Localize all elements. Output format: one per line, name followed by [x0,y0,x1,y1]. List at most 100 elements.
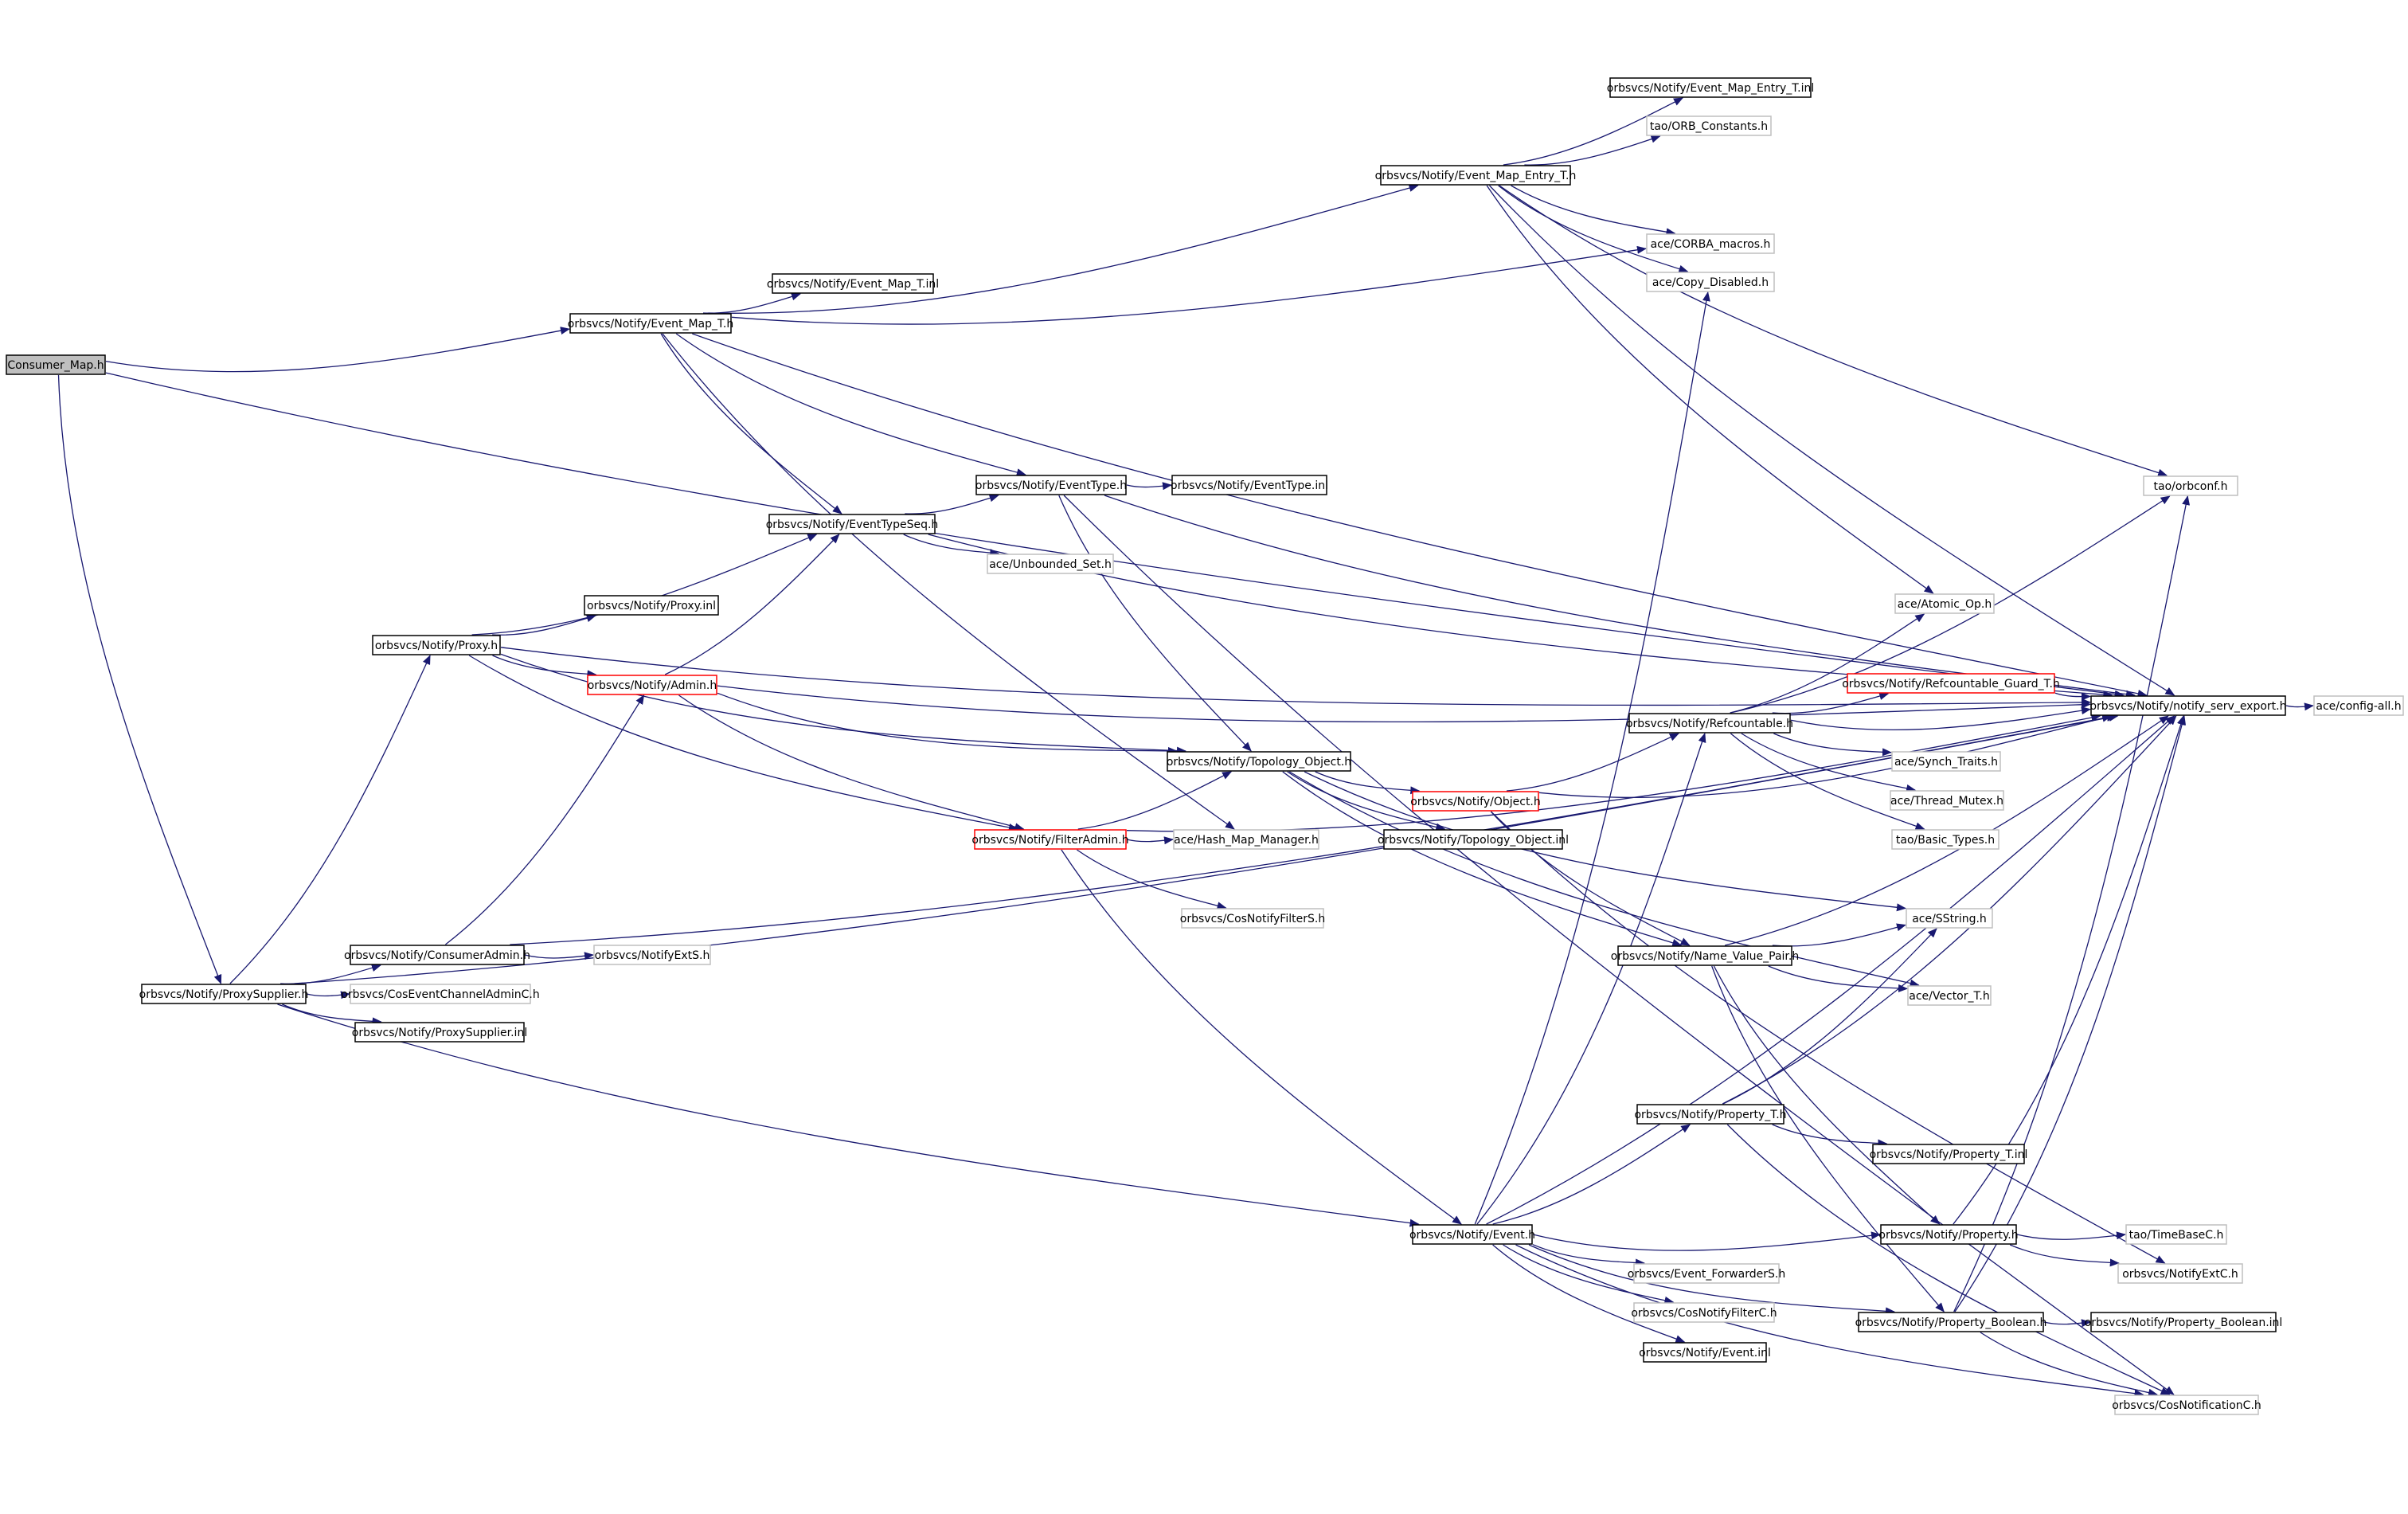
edge-proxy-to-eventtypeseq [471,534,818,636]
node-box [987,554,1114,574]
node-synch-traits[interactable]: ace/Synch_Traits.h [1891,751,2001,772]
edge-event-to-property_t [1492,1124,1691,1225]
node-label: orbsvcs/Notify/Property_T.h [1634,1109,1786,1121]
node-property[interactable]: orbsvcs/Notify/Property.h [1878,1224,2019,1245]
node-box [1181,908,1324,929]
node-event-map-entry-t[interactable]: orbsvcs/Notify/Event_Map_Entry_T.h [1375,165,1577,186]
node-box [2090,695,2286,716]
node-label: orbsvcs/Notify/Admin.h [588,679,717,692]
node-label: ace/Copy_Disabled.h [1652,276,1769,289]
node-name-value-pair[interactable]: orbsvcs/Notify/Name_Value_Pair.h [1611,945,1799,966]
node-box [350,984,531,1004]
node-label: orbsvcs/Notify/Event_Map_Entry_T.h [1375,170,1577,182]
edge-object-to-notify_serv_export [1538,714,2112,798]
edge-proxy-to-topology_object [500,653,1186,755]
node-basic-types[interactable]: tao/Basic_Types.h [1891,829,2000,850]
edge-filteradmin-to-notify_serv_export [1126,714,2101,832]
node-event-forwarders[interactable]: orbsvcs/Event_ForwarderS.h [1628,1263,1785,1284]
node-atomic-op[interactable]: ace/Atomic_Op.h [1894,593,1995,614]
edge-event_map_t-to-eventtype [675,333,1026,476]
node-label: ace/CORBA_macros.h [1651,238,1771,251]
node-proxysupplier[interactable]: orbsvcs/Notify/ProxySupplier.h [139,984,309,1004]
node-notifyextc[interactable]: orbsvcs/NotifyExtC.h [2117,1263,2243,1284]
edge-name_value_pair-to-notify_serv_export [1724,715,2169,946]
node-label: orbsvcs/Event_ForwarderS.h [1628,1268,1785,1281]
node-refcountable[interactable]: orbsvcs/Notify/Refcountable.h [1626,713,1793,734]
node-property-boolean-inl[interactable]: orbsvcs/Notify/Property_Boolean.inl [2085,1312,2283,1332]
edge-admin-to-eventtypeseq [664,534,840,675]
node-event-map-t[interactable]: orbsvcs/Notify/Event_Map_T.h [568,313,733,334]
node-timebasec[interactable]: tao/TimeBaseC.h [2125,1224,2227,1245]
node-proxy-inl[interactable]: orbsvcs/Notify/Proxy.inl [584,595,719,616]
node-consumeradmin[interactable]: orbsvcs/Notify/ConsumerAdmin.h [344,945,530,965]
node-unbounded-set[interactable]: ace/Unbounded_Set.h [987,554,1114,574]
edge-event_map_t-to-hash_map_manager [662,333,1235,830]
node-box [584,595,719,616]
node-label: orbsvcs/Notify/Event_Map_T.inl [767,278,939,291]
edge-property-to-notifyextc [2009,1244,2120,1267]
node-hash-map-manager[interactable]: ace/Hash_Map_Manager.h [1173,829,1319,850]
node-copy-disabled[interactable]: ace/Copy_Disabled.h [1646,272,1775,292]
edge-eventtype-to-eventtype_inl [1126,482,1172,491]
node-eventtypeseq[interactable]: orbsvcs/Notify/EventTypeSeq.h [766,514,939,534]
node-event-map-entry-t-inl[interactable]: orbsvcs/Notify/Event_Map_Entry_T.inl [1607,77,1815,98]
edge-refcountable_guard_t-to-notify_serv_export [2054,692,2091,701]
edge-filteradmin-to-hash_map_manager [1126,836,1174,845]
node-eventtype[interactable]: orbsvcs/Notify/EventType.h [975,475,1127,495]
edge-topology_object-to-sstring [1304,771,1906,912]
node-eventtype-inl[interactable]: orbsvcs/Notify/EventType.inl [1171,475,1328,495]
node-config-all[interactable]: ace/config-all.h [2313,695,2404,716]
node-label: orbsvcs/Notify/Object.h [1410,796,1541,808]
node-admin[interactable]: orbsvcs/Notify/Admin.h [587,675,717,695]
edge-eventtypeseq-to-unbounded_set [903,534,1000,557]
node-box [587,675,717,695]
node-sstring[interactable]: ace/SString.h [1906,908,1993,929]
node-notifyexts[interactable]: orbsvcs/NotifyExtS.h [593,945,711,965]
node-box [1628,713,1791,734]
node-cosnotificationc[interactable]: orbsvcs/CosNotificationC.h [2112,1395,2261,1415]
edge-refcountable-to-notify_serv_export [1790,706,2091,731]
node-property-boolean[interactable]: orbsvcs/Notify/Property_Boolean.h [1855,1312,2047,1332]
node-event[interactable]: orbsvcs/Notify/Event.h [1409,1224,1535,1245]
node-proxy[interactable]: orbsvcs/Notify/Proxy.h [372,635,501,655]
node-refcountable-guard-t[interactable]: orbsvcs/Notify/Refcountable_Guard_T.h [1842,673,2060,694]
node-label: orbsvcs/Notify/Event_Map_T.h [568,318,733,331]
node-thread-mutex[interactable]: ace/Thread_Mutex.h [1890,790,2004,811]
node-proxysupplier-inl[interactable]: orbsvcs/Notify/ProxySupplier.inl [352,1022,527,1043]
node-label: orbsvcs/Notify/Property_T.inl [1870,1148,2028,1161]
node-topology-object[interactable]: orbsvcs/Notify/Topology_Object.h [1167,751,1351,772]
node-label: orbsvcs/CosNotificationC.h [2112,1399,2261,1412]
node-box [1633,1263,1780,1284]
node-label: orbsvcs/Notify/Topology_Object.inl [1378,834,1569,847]
node-consumer-map[interactable]: Consumer_Map.h [6,354,106,375]
node-coseventchanneladminc[interactable]: orbsvcs/CosEventChannelAdminC.h [341,984,540,1004]
node-box [1891,829,2000,850]
edge-proxysupplier-to-notify_serv_export [294,714,2119,984]
node-property-t[interactable]: orbsvcs/Notify/Property_T.h [1634,1104,1787,1125]
node-corba-macros[interactable]: ace/CORBA_macros.h [1646,233,1775,254]
node-topology-object-inl[interactable]: orbsvcs/Notify/Topology_Object.inl [1378,829,1569,850]
node-label: ace/SString.h [1912,913,1987,925]
edge-refcountable-to-synch_traits [1773,733,1892,757]
node-event-inl[interactable]: orbsvcs/Notify/Event.inl [1639,1342,1771,1363]
edge-refcountable-to-orbconf [1730,495,2171,714]
node-label: ace/Atomic_Op.h [1898,598,1992,611]
node-property-t-inl[interactable]: orbsvcs/Notify/Property_T.inl [1870,1144,2028,1164]
node-label: orbsvcs/NotifyExtS.h [595,949,710,962]
node-cosnotifyfilterc[interactable]: orbsvcs/CosNotifyFilterC.h [1631,1302,1777,1323]
node-filteradmin[interactable]: orbsvcs/Notify/FilterAdmin.h [971,829,1129,850]
node-orbconf[interactable]: tao/orbconf.h [2143,475,2238,496]
node-label: orbsvcs/Notify/Topology_Object.h [1167,756,1351,769]
edge-name_value_pair-to-vector_t [1768,965,1908,992]
node-orb-constants[interactable]: tao/ORB_Constants.h [1646,115,1772,136]
node-label: orbsvcs/Notify/ProxySupplier.h [139,988,309,1001]
node-event-map-t-inl[interactable]: orbsvcs/Notify/Event_Map_T.inl [767,273,939,294]
node-cosnotifyfilters[interactable]: orbsvcs/CosNotifyFilterS.h [1180,908,1325,929]
node-object[interactable]: orbsvcs/Notify/Object.h [1410,791,1541,812]
node-box [1880,1224,2017,1245]
node-notify-serv-export[interactable]: orbsvcs/Notify/notify_serv_export.h [2089,695,2287,716]
edge-topology_object-to-object [1315,771,1421,795]
node-box [975,475,1127,495]
edge-filteradmin-to-topology_object [1077,771,1233,830]
node-vector-t[interactable]: ace/Vector_T.h [1907,985,1992,1006]
